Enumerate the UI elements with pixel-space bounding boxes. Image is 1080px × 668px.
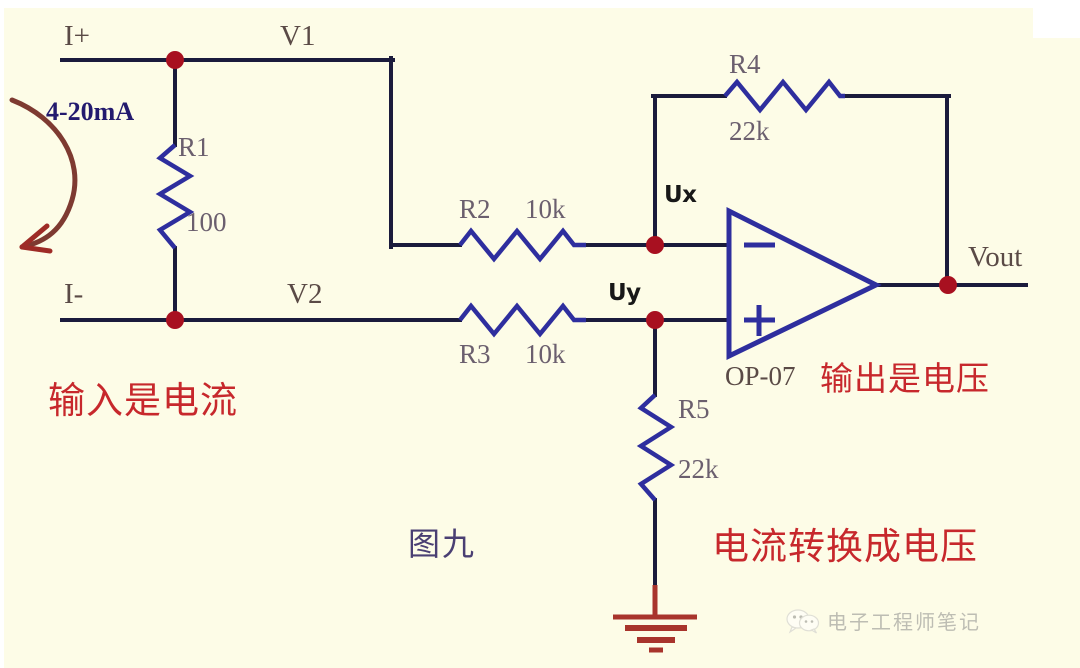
node-vout [939,276,957,294]
watermark: 电子工程师笔记 [786,606,981,635]
junction-nodes [166,51,957,329]
node-v1 [166,51,184,69]
opamp-triangle-symbol [726,206,882,360]
arrow-curve [9,97,78,250]
current-direction-arrow [9,97,78,254]
resistor-r5-symbol [636,393,676,502]
resistor-r3-symbol [458,302,586,338]
resistor-r2-symbol [458,227,586,263]
resistor-symbols [155,78,845,502]
paper-background-right [1033,38,1080,668]
resistor-r4-symbol [723,78,845,114]
node-v2 [166,311,184,329]
resistor-r1-symbol [155,143,195,250]
node-uy [646,311,664,329]
arrow-head-icon [19,223,53,254]
watermark-text: 电子工程师笔记 [827,610,981,634]
ground-symbol [613,585,697,653]
node-ux [646,236,664,254]
wire-network [60,56,1028,617]
opamp-polarity-marks [744,242,775,336]
wechat-icon [786,608,820,634]
